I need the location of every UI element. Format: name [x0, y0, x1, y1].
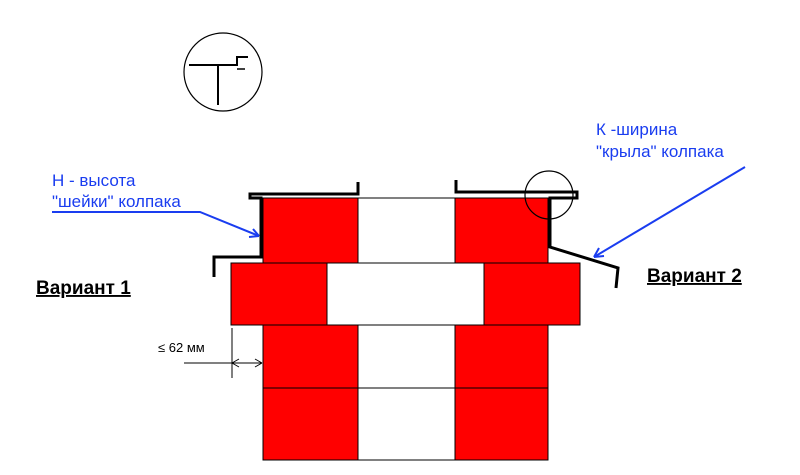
variant-1-label: Вариант 1: [36, 278, 131, 299]
detail-marker-circle: [524, 170, 574, 220]
k-label-line2: "крыла" колпака: [596, 142, 724, 161]
dimension-62mm: [184, 328, 263, 378]
h-annotation-arrow: [52, 211, 260, 238]
detail-callout: [183, 32, 263, 112]
dimension-label: ≤ 62 мм: [158, 340, 205, 355]
brick-gap: [357, 324, 456, 389]
brick: [483, 262, 581, 326]
variant-2-label: Вариант 2: [647, 266, 742, 287]
h-label-line2: "шейки" колпака: [52, 192, 181, 211]
h-label-line1: Н - высота: [52, 171, 136, 190]
k-label-line1: К -ширина: [596, 120, 678, 139]
brick: [262, 387, 359, 461]
brick: [262, 197, 359, 264]
cap-profile-right: [454, 180, 620, 289]
brick-gap: [357, 197, 456, 264]
brick: [454, 324, 549, 389]
brick: [454, 197, 549, 264]
brick: [262, 324, 359, 389]
cap-profile-left: [212, 182, 360, 277]
k-annotation-arrow: [593, 166, 746, 258]
brick-gap: [357, 387, 456, 461]
brick-gap: [326, 262, 485, 326]
brick: [454, 387, 549, 461]
chimney-bricks: [230, 197, 581, 461]
brick: [230, 262, 328, 326]
